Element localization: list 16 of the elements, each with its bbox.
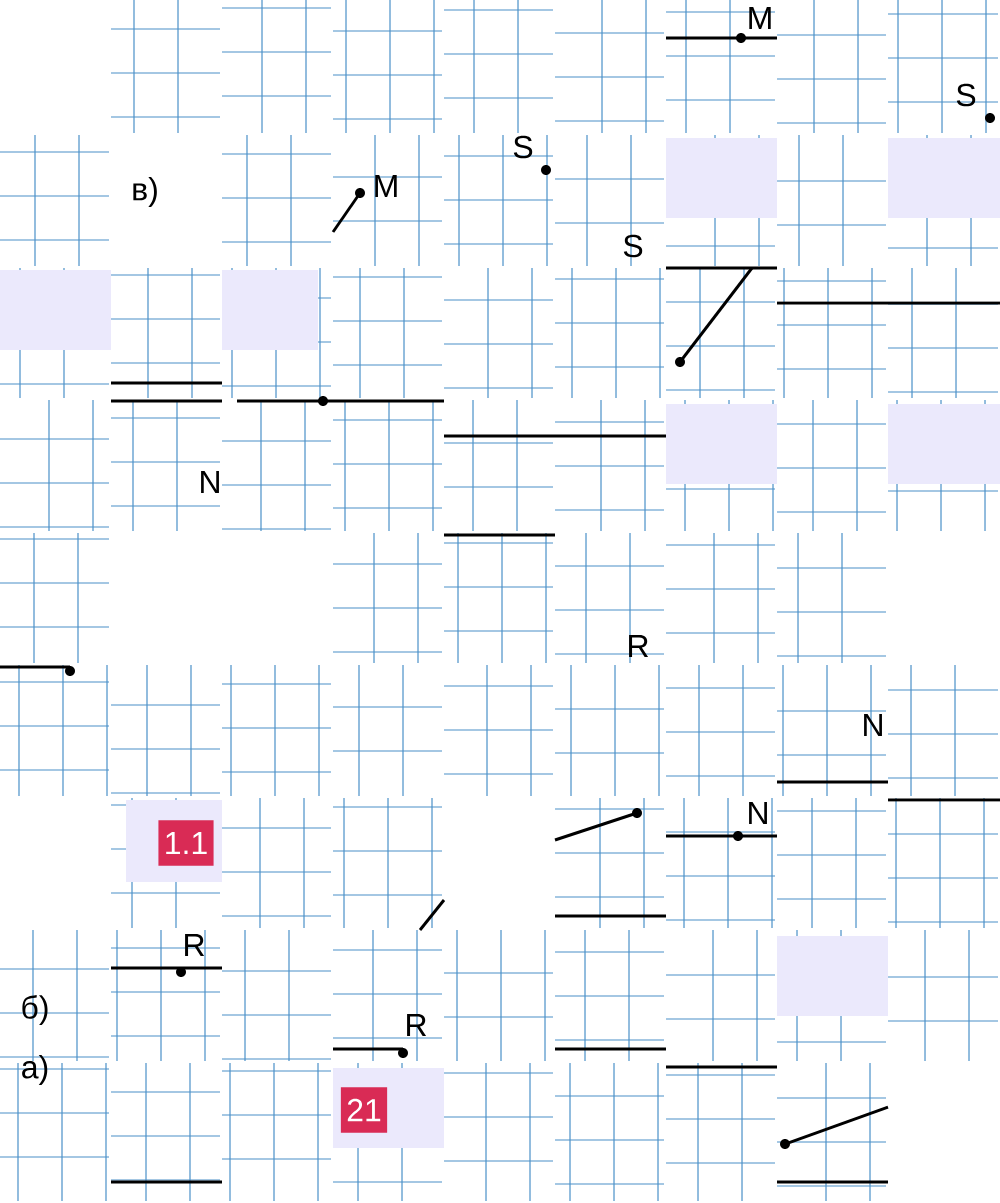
point-label: в): [133, 177, 157, 207]
point-label: R: [185, 934, 205, 956]
point-label: S: [623, 234, 643, 258]
number-badge: 21: [340, 1087, 388, 1133]
point-label: а): [22, 1055, 48, 1085]
point-label: N: [864, 714, 882, 736]
point-label: б): [22, 994, 48, 1026]
point-label: R: [407, 1014, 427, 1036]
point-label: N: [749, 802, 767, 824]
point-label: S: [956, 83, 976, 107]
point-label: S: [513, 135, 533, 159]
number-badge: 1.1: [158, 820, 214, 866]
point-label: M: [749, 7, 771, 29]
point-label: M: [375, 175, 397, 197]
point-label: R: [629, 635, 649, 657]
point-label: N: [201, 471, 219, 493]
